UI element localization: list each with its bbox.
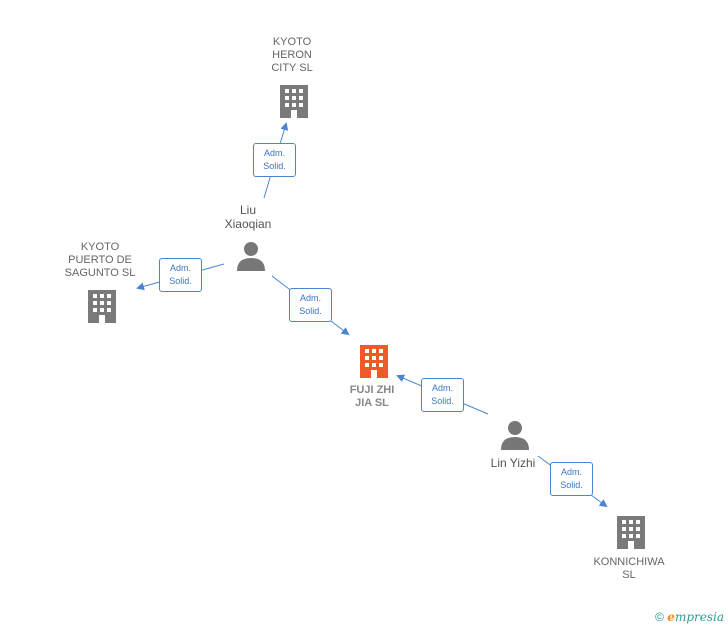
building-icon[interactable] — [88, 290, 116, 323]
company-label-konnichiwa[interactable]: KONNICHIWA SL — [593, 556, 665, 581]
relation-badge: Adm. Solid. — [550, 462, 593, 496]
building-icon[interactable] — [617, 516, 645, 549]
relation-role: Adm. — [560, 467, 582, 477]
relation-type: Solid. — [169, 276, 192, 286]
relation-role: Adm. — [169, 263, 191, 273]
relation-badge: Adm. Solid. — [253, 143, 296, 177]
person-icon[interactable] — [501, 421, 529, 450]
relation-role: Adm. — [299, 293, 321, 303]
brand-footer[interactable]: © empresia — [655, 610, 724, 624]
person-label-liu[interactable]: Liu Xiaoqian — [224, 203, 272, 231]
relation-badge: Adm. Solid. — [159, 258, 202, 292]
relation-role: Adm. — [431, 383, 453, 393]
relation-type: Solid. — [299, 306, 322, 316]
copyright-symbol: © — [655, 610, 664, 624]
person-icon[interactable] — [237, 242, 265, 271]
relation-badge: Adm. Solid. — [289, 288, 332, 322]
building-icon-focus[interactable] — [360, 345, 388, 378]
relation-role: Adm. — [263, 148, 285, 158]
relation-type: Solid. — [560, 480, 583, 490]
company-label-kyoto-puerto[interactable]: KYOTO PUERTO DE SAGUNTO SL — [64, 241, 136, 279]
building-icon[interactable] — [280, 85, 308, 118]
relation-badge: Adm. Solid. — [421, 378, 464, 412]
company-label-fuji[interactable]: FUJI ZHI JIA SL — [349, 384, 395, 409]
brand-name: mpresia — [674, 610, 724, 624]
person-label-lin[interactable]: Lin Yizhi — [490, 456, 536, 470]
relation-type: Solid. — [431, 396, 454, 406]
company-label-kyoto-heron[interactable]: KYOTO HERON CITY SL — [271, 36, 313, 74]
relation-type: Solid. — [263, 161, 286, 171]
brand-logo-initial: e — [667, 610, 675, 624]
